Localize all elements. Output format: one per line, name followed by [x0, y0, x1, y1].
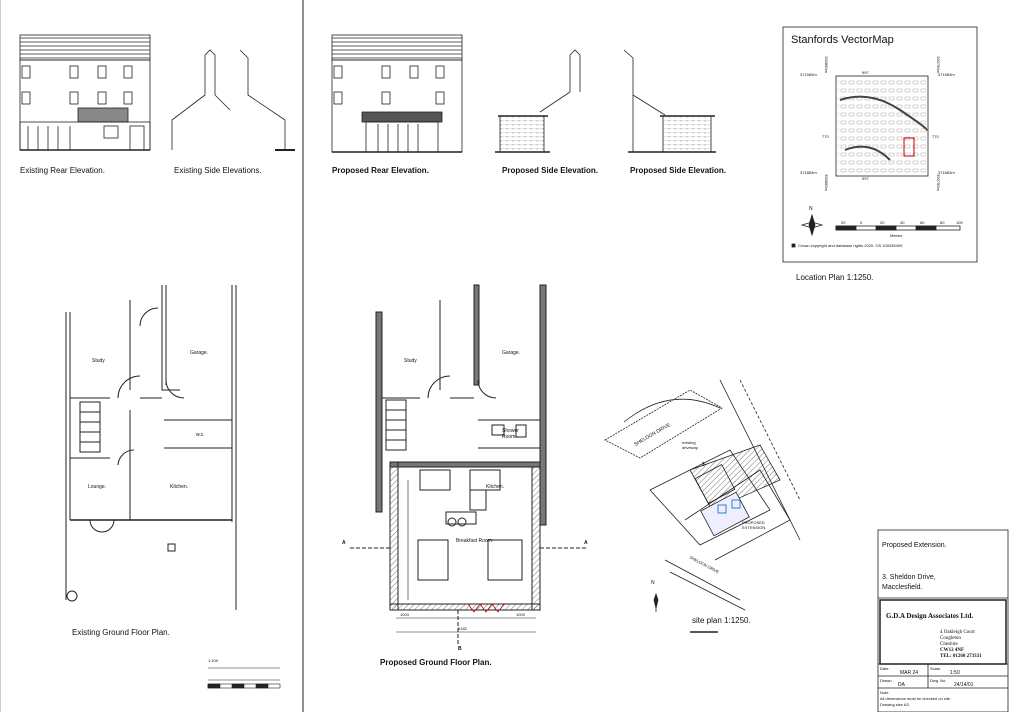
existing-side-elevation-title: Existing Side Elevations. — [174, 166, 262, 175]
proposed-rear-elevation — [331, 34, 463, 153]
title-block-scale-value: 1:50 — [950, 670, 960, 676]
site-north-label: N — [651, 580, 655, 586]
title-block-drawn-label: Drawn — [880, 678, 892, 683]
site-plot-number: 3 — [702, 462, 705, 468]
proposed-room-shower: Shower Room. — [502, 428, 519, 440]
existing-plan-title: Existing Ground Floor Plan. — [72, 628, 170, 637]
map-scale-tick-3: 40 — [900, 220, 905, 225]
title-block-note-2: Drawing size A3. — [880, 702, 910, 707]
map-scale-tick-5: 80 — [940, 220, 945, 225]
title-block-project: Proposed Extension. — [882, 542, 947, 549]
title-block-date-label: Date. — [880, 666, 890, 671]
site-plan-caption: site plan 1:1250. — [692, 616, 751, 625]
site-plan — [604, 379, 801, 633]
title-block-dwg-label: Dwg. No. — [930, 678, 947, 683]
location-map-frame — [782, 26, 978, 263]
company-address-line: Cheshire — [940, 642, 958, 647]
title-block-drawn-value: DA — [898, 682, 905, 688]
location-map-title: Stanfords VectorMap — [791, 34, 894, 46]
existing-room-garage: Garage. — [190, 350, 209, 356]
existing-scale-label: 1:100 — [208, 658, 219, 663]
existing-rear-elevation — [19, 34, 151, 151]
location-plan-caption: Location Plan 1:1250. — [796, 273, 874, 282]
company-address-line: Congleton — [940, 636, 961, 641]
map-coord-lv1: 390850m — [823, 56, 829, 73]
proposed-side-elevation-2 — [623, 49, 716, 153]
existing-room-study: Study — [92, 358, 105, 364]
title-block-scale-label: Scale. — [930, 666, 942, 671]
map-coord-right: 770 — [932, 134, 939, 139]
company-address-line: CW12 4NF — [940, 648, 965, 653]
proposed-ground-floor-plan — [350, 284, 588, 645]
proposed-side-elevation-title-2: Proposed Side Elevation. — [630, 166, 727, 175]
map-coord-tl: 371983m — [800, 72, 817, 77]
proposed-side-elevation-title-1: Proposed Side Elevation. — [502, 166, 599, 175]
proposed-room-study: Study — [404, 358, 417, 364]
title-block-address-2: Macclesfield. — [882, 584, 923, 591]
section-marker-b: B — [458, 646, 462, 652]
site-driveway-label: existing driveway. — [682, 440, 699, 450]
proposed-room-breakfast: Breakfast Room. — [456, 538, 494, 544]
title-block-company-address: 4 Oakleigh Court Congleton Cheshire CW12… — [940, 630, 982, 660]
existing-room-wc: w.c. — [196, 432, 205, 438]
proposed-plan-title: Proposed Ground Floor Plan. — [380, 658, 492, 667]
title-block-address-1: 3. Sheldon Drive, — [882, 574, 936, 581]
map-coord-bottom: 997 — [862, 176, 869, 181]
existing-ground-floor-plan — [65, 285, 237, 610]
map-coord-top: 997 — [862, 70, 869, 75]
title-block-dwg-value: 24/14/01 — [954, 682, 974, 688]
title-block — [877, 529, 1009, 712]
site-extension-label: PROPOSED EXTENSION. — [742, 520, 767, 530]
title-block-note-label: Note. — [880, 690, 890, 695]
existing-room-kitchen: Kitchen. — [170, 484, 189, 490]
proposed-dim-left: 1003 — [400, 612, 409, 617]
title-block-company: G.D.A Design Associates Ltd. — [886, 612, 974, 620]
existing-room-lounge: Lounge. — [88, 484, 107, 490]
title-block-note-1: All dimensions must be checked on site. — [880, 696, 952, 701]
map-coord-lv2: 390850m — [823, 174, 829, 191]
title-block-date-value: MAR 24 — [900, 670, 919, 676]
existing-scale-bar — [207, 667, 281, 689]
company-address-line: TEL: 01260 273331 — [940, 654, 982, 659]
section-marker-a-right: A — [584, 540, 588, 546]
section-marker-a-left: A — [342, 540, 346, 546]
map-scale-unit: Metres — [890, 233, 903, 238]
proposed-rear-elevation-title: Proposed Rear Elevation. — [332, 166, 429, 175]
map-coord-rv2: 390750m — [935, 174, 941, 191]
existing-rear-elevation-title: Existing Rear Elevation. — [20, 166, 105, 175]
map-coord-bl: 371883m — [800, 170, 817, 175]
map-scale-tick-4: 60 — [920, 220, 925, 225]
existing-side-elevations — [171, 49, 295, 151]
proposed-room-kitchen: Kitchen. — [486, 484, 505, 490]
map-coord-tr: 371983m — [938, 72, 955, 77]
map-copyright: Crown copyright and database rights 2020… — [798, 243, 903, 248]
map-coord-rv1: 390750m — [935, 56, 941, 73]
map-scale-tick-0: 20 — [841, 220, 846, 225]
company-address-line: 4 Oakleigh Court — [940, 630, 975, 635]
map-scale-tick-6: 100 — [956, 220, 963, 225]
map-scale-tick-2: 20 — [880, 220, 885, 225]
map-scale-tick-1: 0 — [860, 220, 863, 225]
proposed-room-garage: Garage. — [502, 350, 521, 356]
proposed-dim-total: 5182 — [458, 626, 467, 631]
proposed-side-elevation-1 — [495, 49, 581, 153]
proposed-dim-right: 1003 — [516, 612, 525, 617]
map-coord-left: 770 — [822, 134, 829, 139]
map-coord-br: 371883m — [938, 170, 955, 175]
map-north-label: N — [809, 206, 813, 212]
